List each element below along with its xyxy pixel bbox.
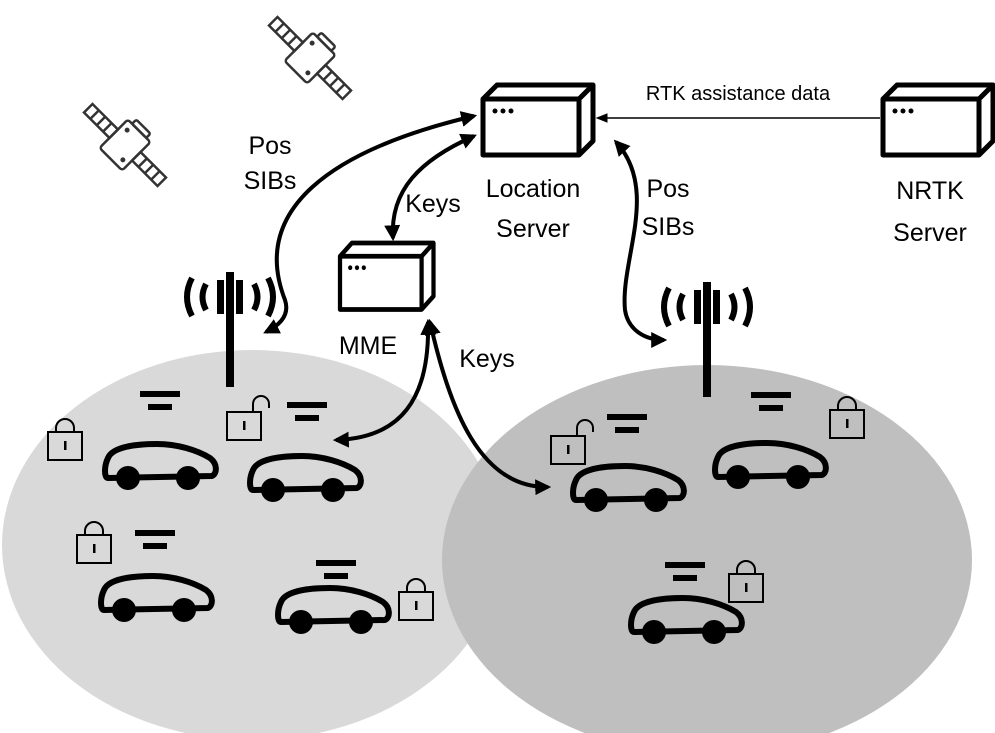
nrtk-server-icon <box>883 85 993 155</box>
keys-mme-right-car-arrow <box>425 318 552 496</box>
satellite-icon <box>257 1 367 111</box>
pos-sibs-left-label-line2: SIBs <box>244 167 297 195</box>
keys-top-label: Keys <box>405 190 461 218</box>
nrtk-server-label-line1: NRTK <box>896 177 964 205</box>
pos-sibs-right-arrow <box>613 139 668 348</box>
mme-label: MME <box>339 332 397 360</box>
pos-sibs-right-label-line2: SIBs <box>642 213 695 241</box>
location-server-icon <box>483 85 593 155</box>
pos-sibs-right-label-line1: Pos <box>646 175 689 203</box>
satellite-icon <box>72 88 182 198</box>
nrtk-server-label-line2: Server <box>893 219 967 247</box>
location-server-label-line2: Server <box>496 215 570 243</box>
location-server-label-line1: Location <box>486 175 581 203</box>
keys-bottom-label: Keys <box>459 345 515 373</box>
right-cell <box>442 365 972 733</box>
rtk-assistance-label: RTK assistance data <box>646 83 831 105</box>
pos-sibs-left-label-line1: Pos <box>248 132 291 160</box>
keys-location-mme-arrow <box>384 133 477 242</box>
mme-server-icon <box>340 243 434 310</box>
